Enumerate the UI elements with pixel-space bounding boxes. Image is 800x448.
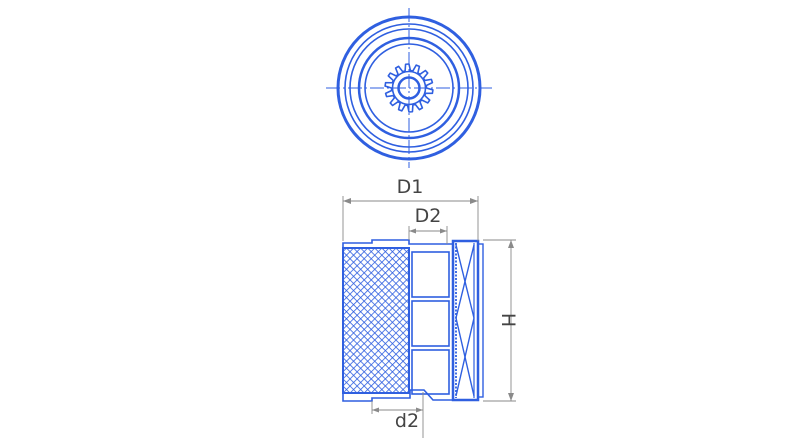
side-view <box>342 239 484 402</box>
arrow <box>409 228 416 234</box>
top-view <box>326 8 492 168</box>
arrow <box>440 228 447 234</box>
d2-small-label: d2 <box>395 410 419 432</box>
ring-3 <box>349 28 469 148</box>
h-label: H <box>497 313 519 327</box>
ring-2 <box>344 23 474 153</box>
d2-label: D2 <box>415 205 442 227</box>
chamber-1 <box>411 251 450 298</box>
d1-label: D1 <box>397 176 424 198</box>
bore <box>397 76 421 100</box>
hub-ring <box>391 70 427 106</box>
pleat-diagonal-3 <box>455 244 475 319</box>
ring-5 <box>364 43 454 133</box>
arrow <box>372 407 379 413</box>
arrow <box>508 240 514 248</box>
chamber-3 <box>411 349 450 395</box>
arrow <box>508 393 514 401</box>
dimensions <box>342 196 516 438</box>
arrow <box>343 198 351 204</box>
body-outline <box>342 239 454 402</box>
dimension-arrows <box>343 198 514 413</box>
mesh-section <box>342 247 410 394</box>
arrow <box>416 407 423 413</box>
chamber-2 <box>411 300 450 347</box>
outer-ring <box>336 15 482 161</box>
pleat-diagonal-4 <box>455 317 475 397</box>
outer-band <box>477 243 484 398</box>
inner-splined-hub <box>384 63 434 113</box>
ring-4 <box>357 36 461 140</box>
arrow <box>470 198 478 204</box>
